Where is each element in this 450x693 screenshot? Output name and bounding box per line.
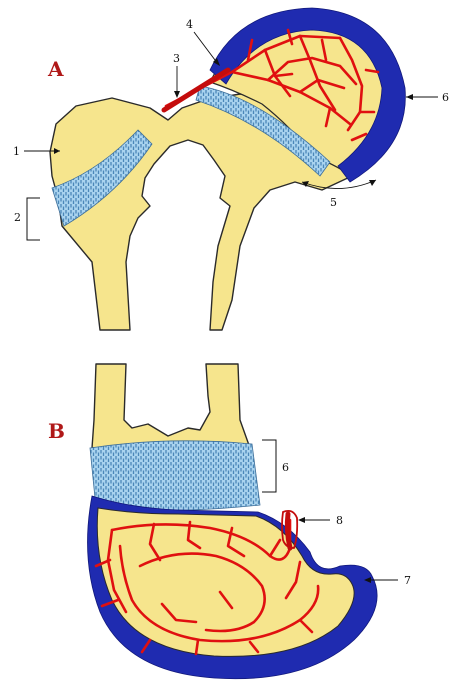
callout-8: 8	[298, 514, 343, 527]
svg-text:8: 8	[336, 514, 343, 527]
callout-7: 6	[262, 440, 289, 492]
callout-3: 3	[173, 52, 180, 98]
svg-text:6: 6	[282, 461, 289, 474]
panel-label-b: B	[48, 419, 65, 443]
callout-2: 2	[14, 198, 40, 240]
svg-text:6: 6	[442, 91, 449, 104]
panel-label-a: A	[47, 57, 64, 81]
svg-text:3: 3	[173, 52, 180, 65]
callout-6a: 6	[406, 91, 449, 104]
svg-text:1: 1	[13, 145, 20, 158]
artery-b	[287, 514, 290, 548]
bone-shaft-b	[92, 364, 250, 448]
svg-text:2: 2	[14, 211, 21, 224]
svg-text:7: 7	[404, 574, 411, 587]
svg-text:4: 4	[186, 18, 193, 31]
svg-text:5: 5	[330, 196, 337, 209]
callout-4: 4	[186, 18, 220, 66]
panel-b: B 6 8 7	[48, 364, 411, 679]
growth-plate-b	[90, 441, 260, 511]
panel-a: A 1 2 3 4 5 6	[13, 8, 449, 330]
